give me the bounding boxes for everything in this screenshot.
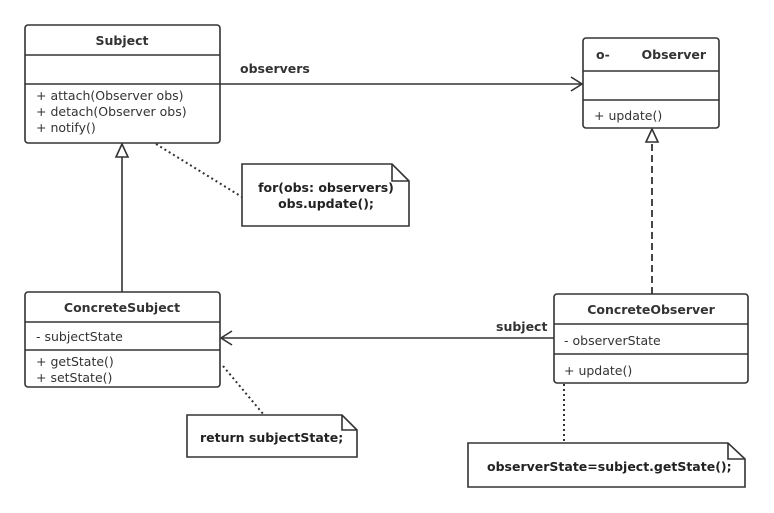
open-arrowhead-icon <box>219 330 233 346</box>
attribute: - subjectState <box>36 329 123 344</box>
class-name: ConcreteSubject <box>64 300 180 315</box>
note-notify[interactable]: for(obs: observers) obs.update(); <box>241 163 410 227</box>
subject-label: subject <box>496 319 547 334</box>
method: + attach(Observer obs) <box>36 88 184 103</box>
method: + update() <box>594 108 662 123</box>
note-line: obs.update(); <box>278 196 374 211</box>
class-name: ConcreteObserver <box>587 302 715 317</box>
class-name: Subject <box>96 33 149 48</box>
note-update[interactable]: observerState=subject.getState(); <box>467 442 746 488</box>
note-connector <box>222 365 265 416</box>
class-subject[interactable]: Subject + attach(Observer obs) + detach(… <box>24 24 221 144</box>
note-text: observerState=subject.getState(); <box>487 459 732 474</box>
method: + getState() <box>36 354 114 369</box>
class-name: Observer <box>642 47 707 62</box>
open-arrowhead-icon <box>570 76 584 92</box>
observers-label: observers <box>240 61 310 76</box>
note-getstate[interactable]: return subjectState; <box>186 414 358 458</box>
attribute: - observerState <box>564 333 661 348</box>
method: + notify() <box>36 120 96 135</box>
method: + detach(Observer obs) <box>36 104 187 119</box>
method: + setState() <box>36 370 112 385</box>
interface-stereotype: o- <box>596 47 610 62</box>
class-concrete-observer[interactable]: ConcreteObserver - observerState + updat… <box>553 293 749 384</box>
hollow-triangle-icon <box>644 127 660 143</box>
note-line: for(obs: observers) <box>258 180 394 195</box>
note-text: return subjectState; <box>200 430 343 445</box>
hollow-triangle-icon <box>114 142 130 158</box>
interface-observer[interactable]: o- Observer + update() <box>582 37 720 129</box>
class-concrete-subject[interactable]: ConcreteSubject - subjectState + getStat… <box>24 291 221 388</box>
method: + update() <box>564 363 632 378</box>
note-connector <box>155 143 243 198</box>
